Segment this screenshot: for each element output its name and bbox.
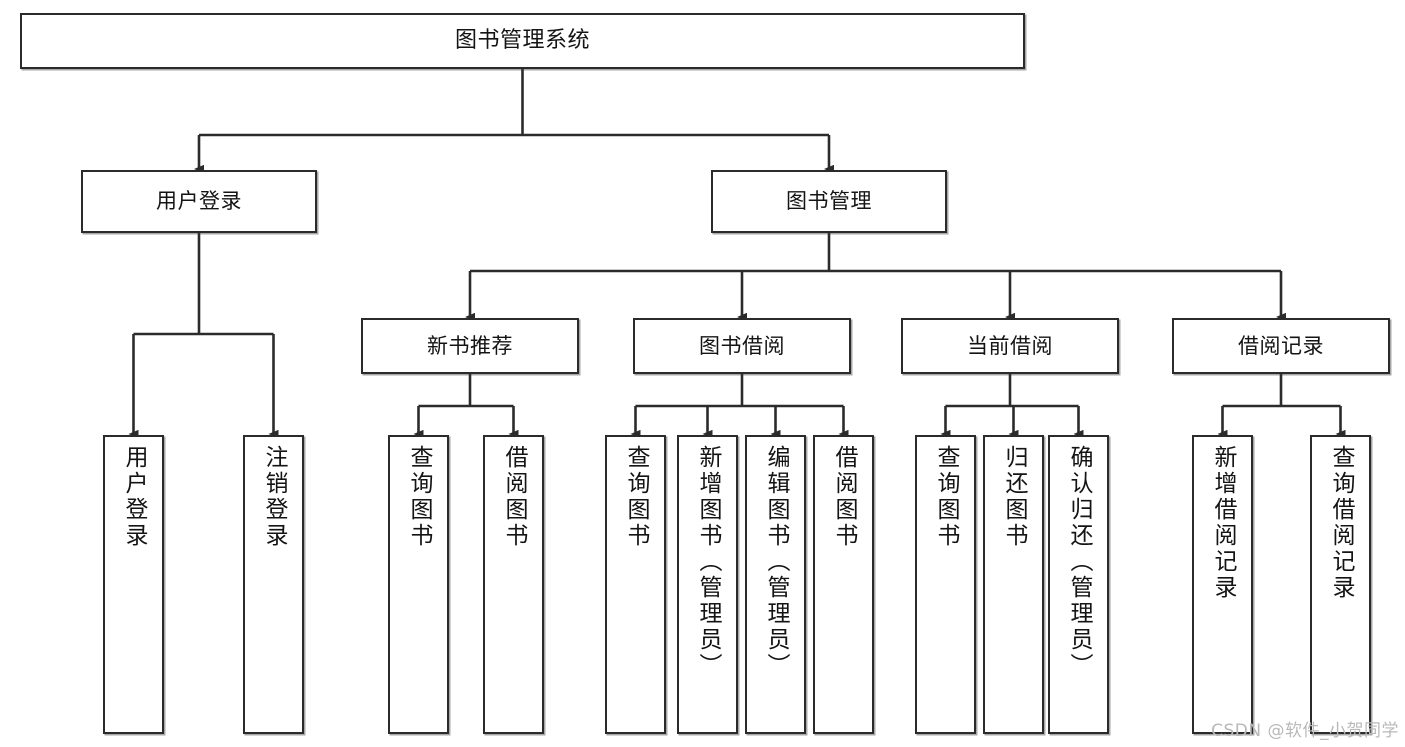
node-leaf-edit-book[interactable]: 编辑图书（管理员） [745, 435, 806, 734]
node-root[interactable]: 图书管理系统 [20, 13, 1025, 69]
tree-edges [128, 69, 1346, 439]
node-label: 图书借阅 [699, 333, 785, 358]
node-label: 查询借阅记录 [1328, 445, 1354, 601]
node-label: 新增借阅记录 [1210, 445, 1236, 601]
node-leaf-borrow-book-new[interactable]: 借阅图书 [483, 435, 544, 734]
node-book-manage[interactable]: 图书管理 [711, 170, 947, 233]
node-label: 图书管理 [786, 189, 872, 214]
node-leaf-query-book-cur[interactable]: 查询图书 [915, 435, 976, 734]
node-current-borrow[interactable]: 当前借阅 [901, 318, 1119, 374]
node-leaf-query-book[interactable]: 查询图书 [605, 435, 666, 734]
node-label: 当前借阅 [967, 333, 1053, 358]
node-label: 新书推荐 [427, 333, 513, 358]
node-leaf-user-login[interactable]: 用户登录 [103, 435, 164, 734]
node-leaf-return-book[interactable]: 归还图书 [983, 435, 1044, 734]
node-label: 借阅图书 [501, 445, 527, 549]
node-label: 用户登录 [156, 189, 242, 214]
node-leaf-query-record[interactable]: 查询借阅记录 [1310, 435, 1371, 734]
node-label: 图书管理系统 [454, 28, 590, 54]
node-label: 编辑图书（管理员） [763, 445, 789, 679]
node-user-login[interactable]: 用户登录 [81, 170, 317, 233]
node-label: 查询图书 [623, 445, 649, 549]
node-leaf-user-logout[interactable]: 注销登录 [243, 435, 304, 734]
node-leaf-add-book[interactable]: 新增图书（管理员） [677, 435, 738, 734]
node-leaf-borrow-book[interactable]: 借阅图书 [813, 435, 874, 734]
node-new-book-rec[interactable]: 新书推荐 [361, 318, 579, 374]
node-label: 新增图书（管理员） [695, 445, 721, 679]
node-label: 确认归还（管理员） [1066, 445, 1092, 679]
node-borrow-record[interactable]: 借阅记录 [1172, 318, 1390, 374]
node-leaf-add-record[interactable]: 新增借阅记录 [1192, 435, 1253, 734]
node-label: 注销登录 [261, 445, 287, 549]
node-label: 归还图书 [1001, 445, 1027, 549]
node-label: 借阅图书 [831, 445, 857, 549]
csdn-watermark: CSDN @软件_小贺同学 [1211, 721, 1399, 741]
node-label: 用户登录 [121, 445, 147, 549]
node-book-borrow[interactable]: 图书借阅 [633, 318, 851, 374]
node-leaf-query-book-new[interactable]: 查询图书 [388, 435, 449, 734]
node-label: 借阅记录 [1238, 333, 1324, 358]
node-label: 查询图书 [406, 445, 432, 549]
node-leaf-confirm-return[interactable]: 确认归还（管理员） [1048, 435, 1109, 734]
node-label: 查询图书 [933, 445, 959, 549]
